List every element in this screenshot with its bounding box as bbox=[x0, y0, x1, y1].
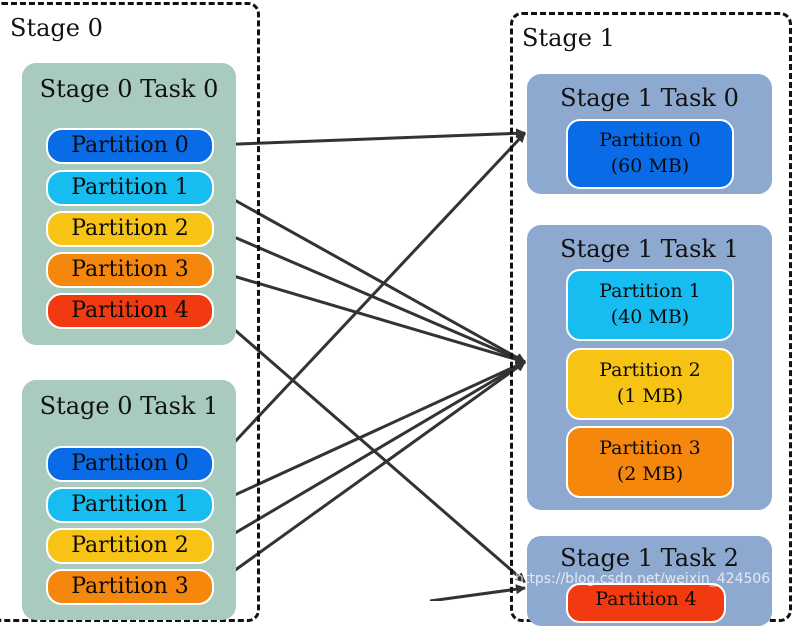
s1t1-partition-3-name: Partition 3 bbox=[599, 437, 701, 460]
s0t1-partition-2: Partition 2 bbox=[46, 528, 214, 564]
s0t1-partition-0: Partition 0 bbox=[46, 446, 214, 482]
s1t1-partition-3-size: (2 MB) bbox=[616, 463, 684, 485]
s1t1-partition-2: Partition 2 (1 MB) bbox=[566, 348, 734, 420]
s0t1-partition-3: Partition 3 bbox=[46, 569, 214, 605]
s1t1-partition-1-name: Partition 1 bbox=[599, 280, 701, 303]
stage-0-label: Stage 0 bbox=[10, 14, 103, 42]
s0t0-partition-4: Partition 4 bbox=[46, 293, 214, 329]
s0t1-partition-1: Partition 1 bbox=[46, 487, 214, 523]
s1t0-partition-0-name: Partition 0 bbox=[599, 129, 701, 152]
s1t1-partition-2-size: (1 MB) bbox=[616, 385, 684, 407]
stage-0-task-1-title: Stage 0 Task 1 bbox=[39, 392, 219, 420]
s0t0-partition-2: Partition 2 bbox=[46, 211, 214, 247]
stage-1-task-1-title: Stage 1 Task 1 bbox=[560, 235, 739, 263]
s1t1-partition-3: Partition 3 (2 MB) bbox=[566, 426, 734, 498]
s1t2-partition-4-name: Partition 4 bbox=[595, 588, 697, 610]
s1t1-partition-2-name: Partition 2 bbox=[599, 359, 701, 382]
s0t0-partition-3: Partition 3 bbox=[46, 252, 214, 288]
watermark: https://blog.csdn.net/weixin_42450610 bbox=[515, 571, 789, 587]
stage-1-task-0-title: Stage 1 Task 0 bbox=[560, 84, 739, 112]
s1t1-partition-1: Partition 1 (40 MB) bbox=[566, 269, 734, 341]
s0t0-partition-1: Partition 1 bbox=[46, 170, 214, 206]
s1t0-partition-0-size: (60 MB) bbox=[610, 155, 690, 177]
stage-0-task-0-title: Stage 0 Task 0 bbox=[39, 75, 219, 103]
s0t0-partition-0: Partition 0 bbox=[46, 128, 214, 164]
stage-1-label: Stage 1 bbox=[522, 24, 615, 52]
s1t2-partition-4: Partition 4 bbox=[566, 583, 726, 623]
s1t1-partition-1-size: (40 MB) bbox=[610, 306, 690, 328]
stage-1-task-2-title: Stage 1 Task 2 bbox=[560, 544, 739, 572]
s1t0-partition-0: Partition 0 (60 MB) bbox=[566, 119, 734, 189]
